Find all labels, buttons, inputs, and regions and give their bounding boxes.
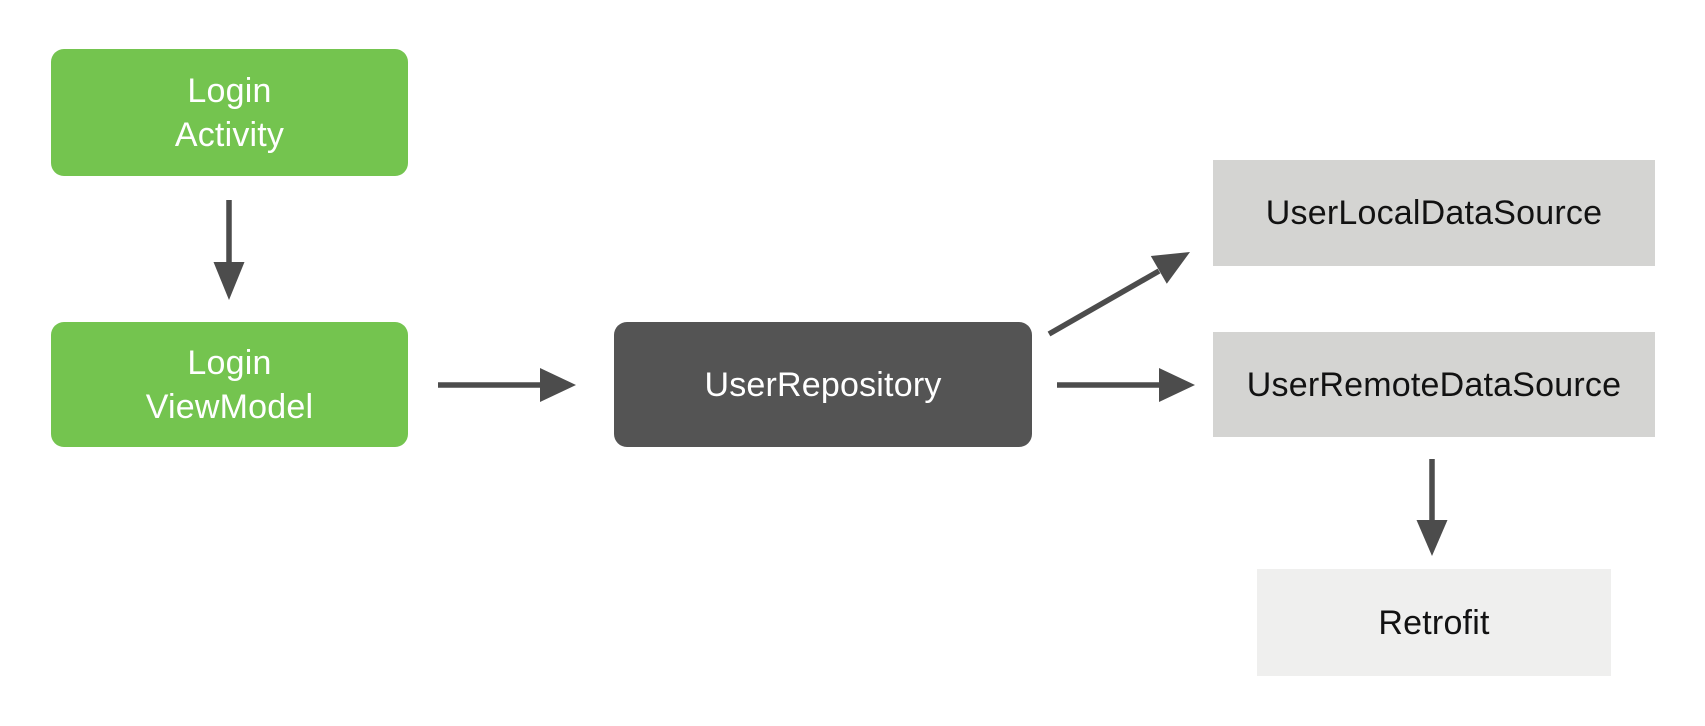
node-label-line: UserRemoteDataSource (1246, 365, 1622, 404)
node-login-activity: Login Activity (51, 49, 408, 176)
node-retrofit: Retrofit (1257, 569, 1611, 676)
node-label-line: UserLocalDataSource (1265, 194, 1603, 232)
node-label-line: ViewModel (145, 387, 314, 426)
node-login-viewmodel: Login ViewModel (51, 322, 408, 447)
arrow-user-repository-to-user-local-data-source (1047, 252, 1190, 337)
node-label-line: Retrofit (1378, 603, 1490, 642)
node-user-repository: UserRepository (614, 322, 1032, 447)
node-user-local-data-source: UserLocalDataSource (1213, 160, 1655, 266)
node-user-remote-data-source: UserRemoteDataSource (1213, 332, 1655, 437)
arrow-user-remote-data-source-to-retrofit (1416, 459, 1448, 556)
arrow-login-activity-to-login-viewmodel (213, 200, 245, 300)
node-label-line: Activity (174, 115, 285, 154)
arrow-login-viewmodel-to-user-repository (438, 368, 576, 402)
node-label-line: UserRepository (704, 365, 942, 404)
node-label-line: Login (187, 71, 272, 110)
arrow-user-repository-to-user-remote-data-source (1057, 368, 1195, 402)
node-label-line: Login (187, 343, 272, 382)
